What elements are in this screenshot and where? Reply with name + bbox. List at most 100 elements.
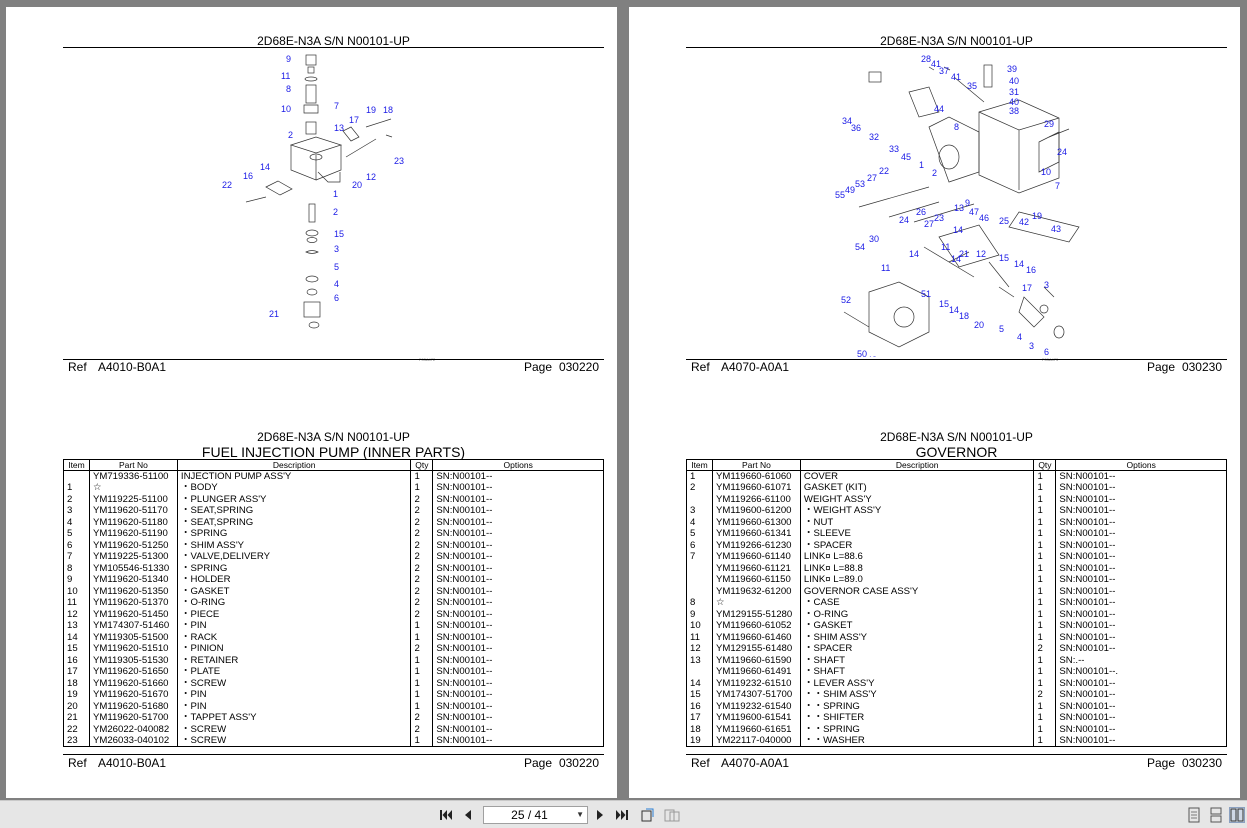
qty-cell: 1 xyxy=(1033,539,1057,551)
svg-text:42: 42 xyxy=(1019,217,1029,227)
part-no-cell: YM119620-51350 xyxy=(89,585,178,597)
page-footer: Ref A4070-A0A1 Page 030230 xyxy=(686,756,1227,772)
part-no-cell: YM129155-61480 xyxy=(712,643,801,655)
svg-text:14: 14 xyxy=(1014,259,1024,269)
svg-text:44: 44 xyxy=(934,104,944,114)
col-qty: Qty xyxy=(1033,459,1057,471)
description-cell: WEIGHT ASS'Y xyxy=(800,493,1035,505)
part-no-cell: YM119232-61510 xyxy=(712,677,801,689)
table-title: FUEL INJECTION PUMP (INNER PARTS) xyxy=(201,444,466,460)
options-cell: SN:N00101-- xyxy=(1059,608,1116,620)
part-no-cell: YM119660-61052 xyxy=(712,620,801,632)
item-cell: 9 xyxy=(686,608,713,620)
svg-text:15: 15 xyxy=(334,229,344,239)
page-number-select[interactable]: 25 / 41 ▼ xyxy=(483,806,588,824)
item-cell: 10 xyxy=(686,620,713,632)
item-cell: 5 xyxy=(63,528,90,540)
options-cell: SN:.-- xyxy=(1059,654,1085,666)
description-cell: ・TAPPET ASS'Y xyxy=(177,712,412,724)
description-cell: ・SPRING xyxy=(177,562,412,574)
item-cell: 14 xyxy=(686,677,713,689)
item-cell: 19 xyxy=(686,735,713,747)
options-cell: SN:N00101-- xyxy=(436,574,493,586)
options-cell: SN:N00101-- xyxy=(436,666,493,678)
item-cell: 22 xyxy=(63,723,90,735)
svg-text:15: 15 xyxy=(939,299,949,309)
qty-cell: 1 xyxy=(410,666,434,678)
two-page-view-icon[interactable] xyxy=(664,807,680,823)
svg-text:14: 14 xyxy=(260,162,270,172)
next-page-icon[interactable] xyxy=(592,807,608,823)
svg-text:41: 41 xyxy=(951,72,961,82)
options-cell: SN:N00101-- xyxy=(436,712,493,724)
part-no-cell: YM119660-61590 xyxy=(712,654,801,666)
svg-text:28: 28 xyxy=(921,54,931,64)
item-cell: 17 xyxy=(63,666,90,678)
col-description: Description xyxy=(800,459,1035,471)
item-cell: 2 xyxy=(63,493,90,505)
qty-cell: 1 xyxy=(1033,597,1057,609)
page-label: Page xyxy=(1146,360,1175,374)
options-cell: SN:N00101-- xyxy=(1059,620,1116,632)
last-page-icon[interactable] xyxy=(614,807,630,823)
options-cell: SN:N00101-- xyxy=(436,528,493,540)
rotate-page-icon[interactable] xyxy=(640,807,656,823)
qty-cell: 1 xyxy=(1033,528,1057,540)
part-no-cell: YM119620-51370 xyxy=(89,597,178,609)
col-options: Options xyxy=(432,459,604,471)
svg-text:40: 40 xyxy=(1009,97,1019,107)
options-cell: SN:N00101-- xyxy=(1059,723,1116,735)
first-page-icon[interactable] xyxy=(438,807,454,823)
continuous-view-icon[interactable] xyxy=(1208,807,1224,823)
ref-label: Ref xyxy=(68,756,87,770)
description-cell: ・SHIM ASS'Y xyxy=(800,631,1035,643)
document-viewport[interactable]: 2D68E-N3A S/N N00101-UP xyxy=(0,0,1247,800)
qty-cell: 2 xyxy=(410,608,434,620)
svg-text:48: 48 xyxy=(867,355,877,357)
prev-page-icon[interactable] xyxy=(460,807,476,823)
options-cell: SN:N00101-- xyxy=(1059,597,1116,609)
qty-cell: 1 xyxy=(1033,666,1057,678)
qty-cell: 2 xyxy=(410,574,434,586)
table-header: 2D68E-N3A S/N N00101-UP xyxy=(880,430,1033,444)
facing-view-icon[interactable] xyxy=(1229,807,1245,823)
options-cell: SN:N00101-- xyxy=(436,631,493,643)
footer-rule xyxy=(63,359,604,360)
options-cell: SN:N00101-- xyxy=(1059,539,1116,551)
svg-text:15: 15 xyxy=(999,253,1009,263)
single-page-view-icon[interactable] xyxy=(1186,807,1202,823)
svg-text:53: 53 xyxy=(855,179,865,189)
options-cell: SN:N00101-- xyxy=(1059,700,1116,712)
svg-text:11: 11 xyxy=(881,263,890,273)
options-cell: SN:N00101-- xyxy=(1059,643,1116,655)
item-cell: 8 xyxy=(63,562,90,574)
description-cell: COVER xyxy=(800,470,1035,482)
qty-cell: 2 xyxy=(1033,643,1057,655)
svg-text:11: 11 xyxy=(941,242,950,252)
description-cell: LINK¤ L=88.8 xyxy=(800,562,1035,574)
item-cell: 12 xyxy=(63,608,90,620)
options-cell: SN:N00101-- xyxy=(436,643,493,655)
svg-text:37: 37 xyxy=(939,66,949,76)
svg-text:16: 16 xyxy=(1026,265,1036,275)
svg-text:1: 1 xyxy=(333,189,338,199)
part-no-cell: YM119600-61200 xyxy=(712,505,801,517)
svg-text:35: 35 xyxy=(967,81,977,91)
item-cell: 9 xyxy=(63,574,90,586)
qty-cell: 2 xyxy=(410,643,434,655)
svg-text:10: 10 xyxy=(1041,167,1051,177)
footer-rule xyxy=(686,359,1227,360)
col-options: Options xyxy=(1055,459,1227,471)
options-cell: SN:N00101-- xyxy=(1059,735,1116,746)
page-value: 030220 xyxy=(558,756,599,770)
governor-exploded-diagram: 28 41 37 41 35 39 40 31 40 38 44 8 34 36… xyxy=(829,47,1089,357)
